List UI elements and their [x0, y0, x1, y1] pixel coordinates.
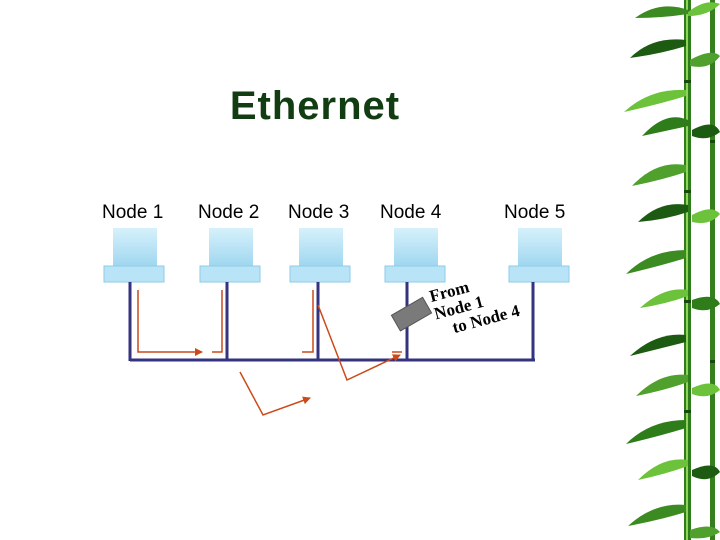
slide-title: Ethernet: [229, 84, 401, 128]
bamboo-decoration: [624, 0, 720, 540]
bamboo-leaves: [624, 2, 720, 539]
node-5-monitor: [508, 228, 570, 283]
node-3-monitor: [289, 228, 351, 283]
packet: [390, 296, 433, 332]
signal-arrows: [137, 290, 402, 416]
bamboo-stalk: [684, 0, 715, 540]
node-4-label: Node 4: [380, 202, 442, 223]
node-4-monitor: [384, 228, 446, 283]
node-2-monitor: [199, 228, 261, 283]
node-1-label: Node 1: [102, 202, 164, 223]
node-3-label: Node 3: [288, 202, 350, 223]
ethernet-diagram: From Node 1 to Node 4: [103, 228, 570, 416]
node-1-monitor: [103, 228, 165, 283]
node-2-label: Node 2: [198, 202, 260, 223]
node-5-label: Node 5: [504, 202, 566, 223]
